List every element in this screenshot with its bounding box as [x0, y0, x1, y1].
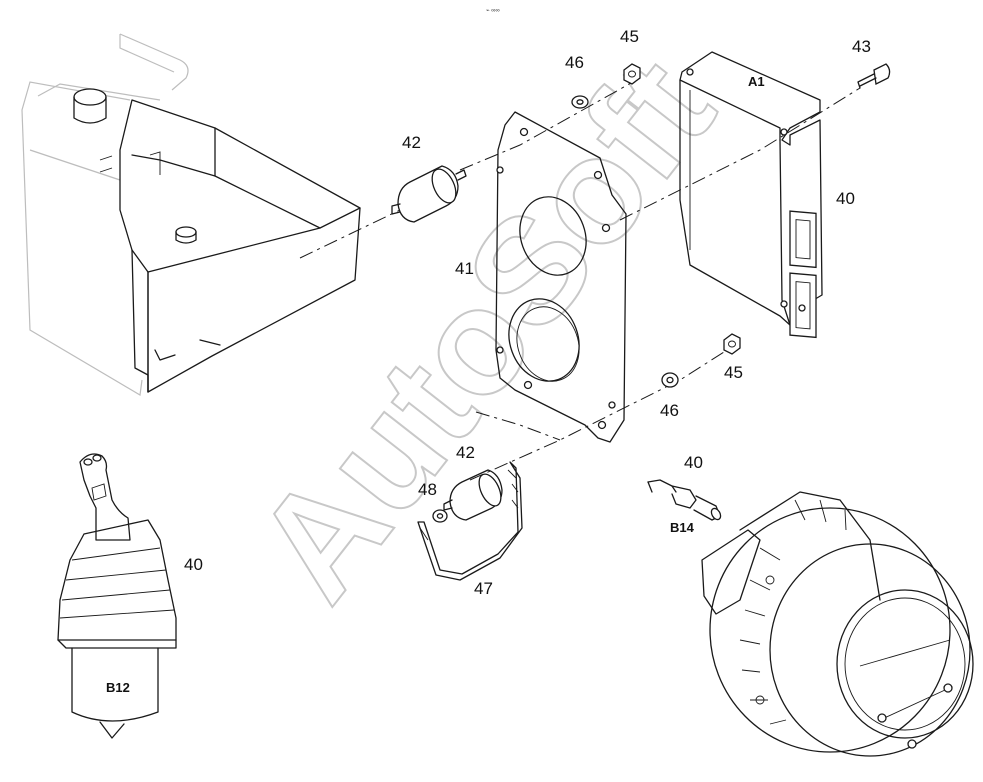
joystick-b12: B12: [57, 453, 177, 739]
center-lines: [299, 77, 861, 481]
mounting-plate-41: [495, 111, 627, 443]
callouts: 45 46 42 43 40 41 45 46 42 48 47 40 40 A…: [184, 8, 871, 598]
watermark-text: AutoSoft: [223, 27, 745, 629]
callout-40-ecu: 40: [836, 189, 855, 208]
tag-b12: B12: [106, 680, 130, 695]
washer-46-bottom: [661, 372, 679, 388]
ecu-a1: [679, 51, 823, 339]
callout-40-sensor: 40: [684, 453, 703, 472]
background-frame: [21, 33, 189, 396]
callout-41: 41: [455, 259, 474, 278]
callout-42-top: 42: [402, 133, 421, 152]
callout-48: 48: [418, 480, 437, 499]
filter-42-bottom: [443, 469, 503, 521]
drive-motor: [701, 491, 974, 757]
tag-b14: B14: [670, 520, 695, 535]
callout-46-bottom: 46: [660, 401, 679, 420]
nut-45-top: [623, 63, 641, 85]
washer-48: [432, 509, 448, 523]
nut-45-bottom: [723, 333, 741, 355]
callout-43: 43: [852, 37, 871, 56]
callout-45-top: 45: [620, 27, 639, 46]
screw-43: [857, 63, 891, 89]
callout-42-bottom: 42: [456, 443, 475, 462]
sensor-b14: B14: [647, 479, 722, 535]
filter-42-top: [391, 165, 467, 223]
callout-46-top: 46: [565, 53, 584, 72]
clamp-47: [417, 461, 523, 581]
tag-a1: A1: [748, 74, 765, 89]
callout-45-bottom: 45: [724, 363, 743, 382]
washer-46-top: [571, 95, 589, 109]
tank-bracket: [73, 88, 361, 393]
corner-mark: ⌁ ∞∞: [486, 8, 500, 14]
watermark: AutoSoft: [222, 26, 746, 630]
callout-40-joystick: 40: [184, 555, 203, 574]
callout-47: 47: [474, 579, 493, 598]
